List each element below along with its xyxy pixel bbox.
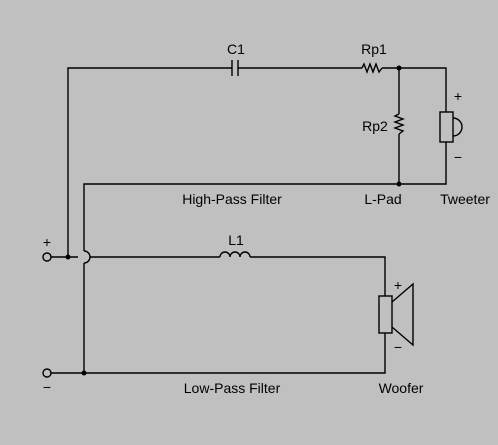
rp2-label: Rp2 xyxy=(362,118,388,134)
inductor-l1 xyxy=(219,251,251,258)
woofer-speaker-icon xyxy=(378,282,414,347)
woofer-minus-label: − xyxy=(394,339,402,355)
rp1-label: Rp1 xyxy=(361,41,387,57)
tweeter-plus-label: + xyxy=(454,88,462,104)
input-terminal-negative xyxy=(42,368,52,378)
wire-rp1-tweeter xyxy=(382,67,447,112)
wire-tweeter-return xyxy=(83,142,447,251)
woofer-label: Woofer xyxy=(379,380,424,396)
junction-dot xyxy=(396,181,402,187)
l-pad-label: L-Pad xyxy=(364,191,401,207)
junction-dot xyxy=(81,370,87,376)
tweeter-label: Tweeter xyxy=(440,191,490,207)
wire-tweeter-positive xyxy=(51,67,232,258)
input-plus-label: + xyxy=(43,234,51,250)
resistor-rp2 xyxy=(393,113,405,135)
wire-l1-woofer xyxy=(250,256,386,296)
low-pass-filter-label: Low-Pass Filter xyxy=(184,380,281,396)
capacitor-c1 xyxy=(231,60,239,76)
wire-crossover-hop xyxy=(83,250,91,264)
tweeter-minus-label: − xyxy=(454,149,462,165)
woofer-plus-label: + xyxy=(394,277,402,293)
resistor-rp1 xyxy=(361,62,383,74)
wire-negative-return xyxy=(51,333,386,374)
high-pass-filter-label: High-Pass Filter xyxy=(182,191,282,207)
input-terminal-positive xyxy=(42,252,52,262)
tweeter-speaker-icon xyxy=(439,111,463,143)
input-minus-label: − xyxy=(43,379,51,395)
c1-label: C1 xyxy=(227,41,245,57)
l1-label: L1 xyxy=(228,232,244,248)
